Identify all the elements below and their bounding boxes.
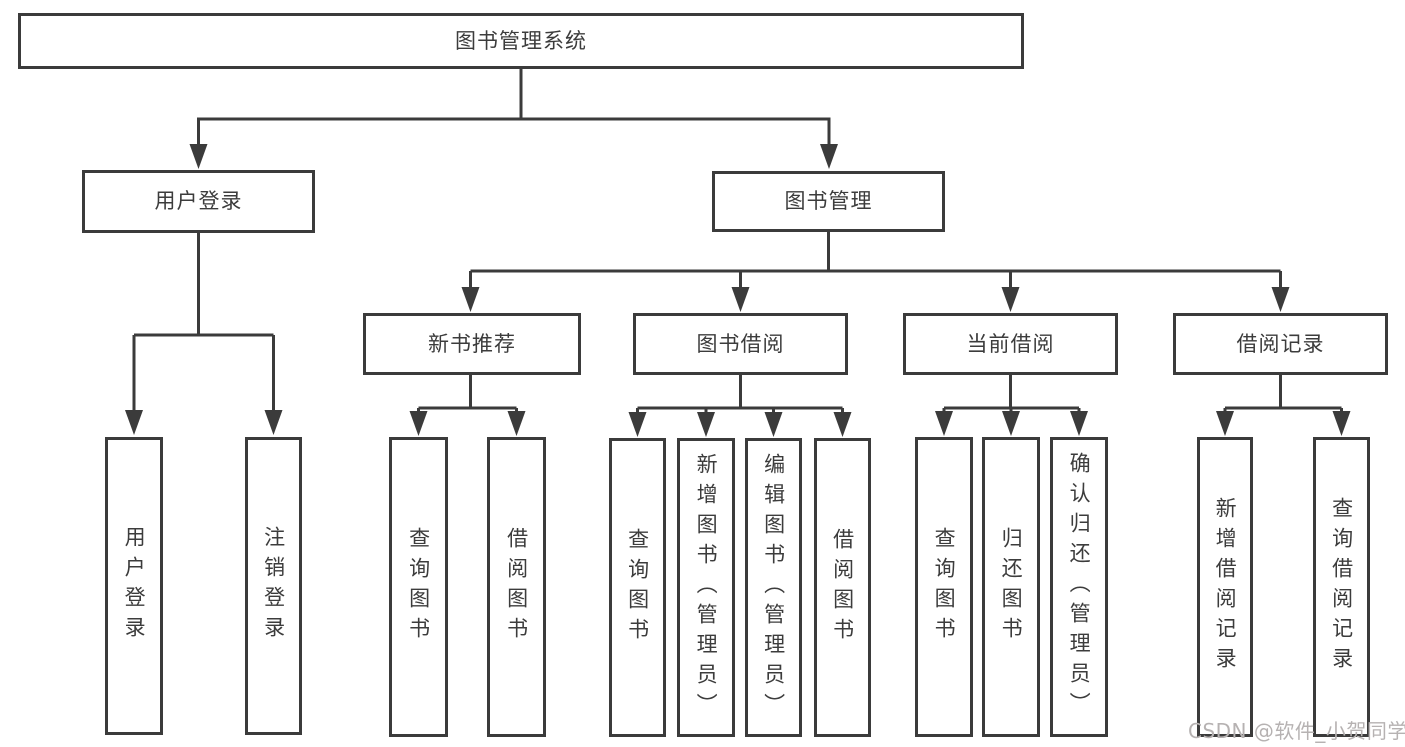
node-label: 图书管理	[784, 189, 873, 214]
node-label: 归还图书	[999, 527, 1024, 647]
node-label: 确认归还（管理员）	[1067, 452, 1092, 722]
node-return-books: 归还图书	[982, 437, 1040, 737]
node-label: 新书推荐	[428, 331, 516, 356]
node-label: 新增图书（管理员）	[694, 452, 719, 723]
node-query-books-borrowing: 查询图书	[609, 438, 666, 737]
arrowhead-down-icon	[1001, 287, 1020, 312]
node-query-books-recommend: 查询图书	[389, 437, 448, 737]
node-borrow-books-borrowing: 借阅图书	[814, 438, 871, 737]
node-label: 用户登录	[154, 189, 243, 214]
csdn-watermark: CSDN @软件_小贺同学	[1188, 719, 1405, 743]
arrowhead-down-icon	[1002, 411, 1020, 436]
node-label: 注销登录	[261, 526, 286, 646]
arrowhead-down-icon	[764, 412, 783, 437]
node-borrow-books-recommend: 借阅图书	[487, 437, 546, 737]
node-book-borrowing: 图书借阅	[633, 313, 848, 375]
node-query-books-current: 查询图书	[915, 437, 973, 737]
arrowhead-down-icon	[731, 287, 750, 312]
arrowhead-down-icon	[1216, 411, 1234, 436]
node-user-login: 用户登录	[82, 170, 315, 233]
node-library-system: 图书管理系统	[18, 13, 1024, 69]
arrowhead-down-icon	[125, 410, 143, 435]
node-logout-action: 注销登录	[245, 437, 302, 735]
node-add-borrow-record: 新增借阅记录	[1197, 437, 1253, 737]
arrowhead-down-icon	[697, 412, 715, 437]
arrowhead-down-icon	[1070, 411, 1088, 436]
node-label: 查询图书	[406, 527, 431, 647]
node-book-management: 图书管理	[712, 171, 945, 232]
arrowhead-down-icon	[1332, 411, 1351, 436]
arrowhead-down-icon	[409, 411, 428, 436]
node-user-login-action: 用户登录	[105, 437, 163, 735]
node-label: 图书管理系统	[455, 28, 587, 53]
node-label: 查询图书	[625, 527, 650, 648]
node-new-book-recommendation: 新书推荐	[363, 313, 581, 375]
node-label: 编辑图书（管理员）	[761, 452, 786, 723]
node-confirm-return-admin: 确认归还（管理员）	[1050, 437, 1108, 737]
node-label: 用户登录	[122, 526, 147, 646]
node-label: 借阅图书	[504, 527, 529, 647]
node-label: 查询借阅记录	[1329, 497, 1354, 677]
node-add-books-admin: 新增图书（管理员）	[677, 438, 735, 737]
node-label: 新增借阅记录	[1213, 497, 1238, 677]
node-label: 查询图书	[932, 527, 957, 647]
node-query-borrow-record: 查询借阅记录	[1313, 437, 1370, 737]
node-current-borrowing: 当前借阅	[903, 313, 1118, 375]
node-label: 当前借阅	[966, 331, 1055, 356]
arrowhead-down-icon	[833, 412, 852, 437]
arrowhead-down-icon	[461, 287, 480, 312]
arrowhead-down-icon	[507, 411, 526, 436]
node-label: 图书借阅	[696, 331, 785, 356]
arrowhead-down-icon	[935, 411, 953, 436]
node-edit-books-admin: 编辑图书（管理员）	[745, 438, 802, 737]
arrowhead-down-icon	[1271, 287, 1290, 312]
arrowhead-down-icon	[264, 410, 283, 435]
node-borrowing-records: 借阅记录	[1173, 313, 1388, 375]
arrowhead-down-icon	[628, 412, 647, 437]
node-label: 借阅图书	[830, 527, 855, 648]
node-label: 借阅记录	[1236, 331, 1325, 356]
arrowhead-down-icon	[820, 144, 838, 169]
arrowhead-down-icon	[189, 144, 208, 169]
